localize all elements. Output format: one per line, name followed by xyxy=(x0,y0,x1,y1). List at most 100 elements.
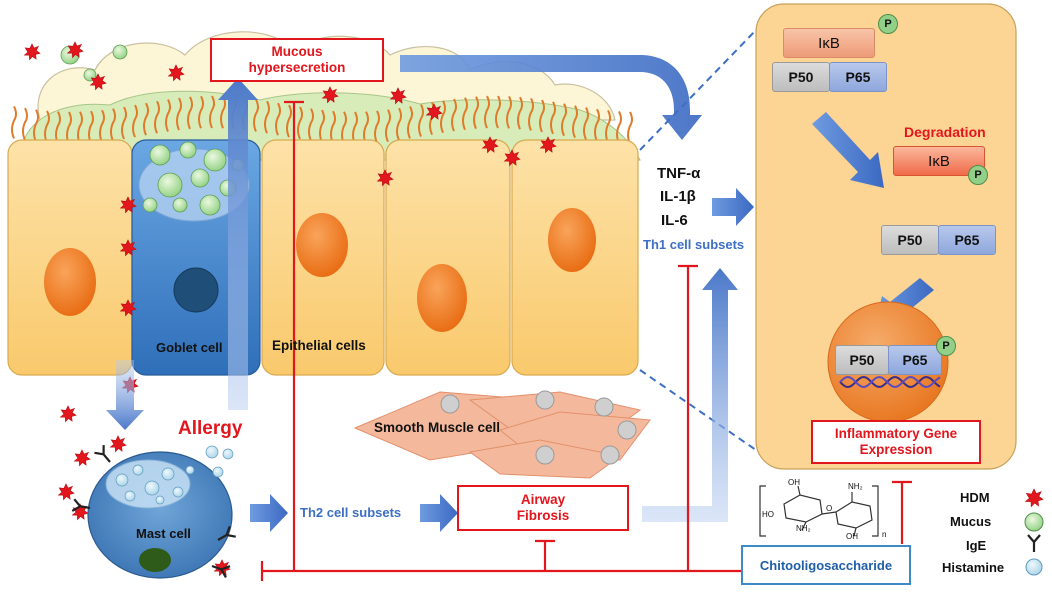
th2-label: Th2 cell subsets xyxy=(300,505,402,520)
mucus-circle-icon xyxy=(1024,512,1044,532)
cilium xyxy=(495,95,501,129)
ige-antibody xyxy=(94,445,111,463)
hdm-star-icon xyxy=(1025,488,1044,507)
cilium xyxy=(165,99,171,132)
epithelial-cell-row xyxy=(7,44,639,376)
histamine-granule xyxy=(172,486,184,498)
chitooligosaccharide-label: Chitooligosaccharide xyxy=(759,557,893,573)
cilium xyxy=(418,104,424,137)
mast-cell-label: Mast cell xyxy=(136,526,191,541)
cilium xyxy=(605,110,611,143)
mucus-granule xyxy=(149,144,171,166)
histamine-granule xyxy=(115,473,129,487)
gene-expression-label: Inflammatory Gene Expression xyxy=(834,426,958,457)
ige-antibody xyxy=(217,525,236,541)
mucus-granule xyxy=(142,197,158,213)
cilium xyxy=(627,111,633,145)
structure-nh2-2: NH₂ xyxy=(848,482,863,491)
cilium xyxy=(352,111,358,145)
cilium xyxy=(572,105,578,139)
dna-helix xyxy=(839,375,941,389)
histamine-granule xyxy=(124,490,136,502)
hdm-particle xyxy=(24,43,41,61)
legend-label-ige: IgE xyxy=(966,538,987,553)
legend-label-hdm: HDM xyxy=(960,490,990,505)
cilium xyxy=(341,111,347,145)
histamine-released xyxy=(212,466,224,478)
smooth-muscle-label: Smooth Muscle cell xyxy=(374,420,501,435)
p50-nucleus: P50 xyxy=(835,345,889,375)
cilium xyxy=(594,108,600,142)
mucus-granule xyxy=(112,44,128,60)
arrow-ikb-to-degradation xyxy=(812,112,884,188)
cilium xyxy=(539,99,545,133)
cilium xyxy=(154,100,160,134)
cilium xyxy=(407,106,413,139)
cilium xyxy=(319,109,325,143)
p65-free: P65 xyxy=(938,225,996,255)
p65-nucleus: P65 xyxy=(888,345,942,375)
allergy-label: Allergy xyxy=(178,418,243,439)
arrow-th2-to-fibrosis xyxy=(420,494,458,532)
chitooligosaccharide-box: Chitooligosaccharide xyxy=(741,545,911,585)
cytokine-tnf: TNF-α xyxy=(657,165,701,182)
cilium xyxy=(440,100,446,134)
cytokine-il1b: IL-1β xyxy=(660,188,696,205)
structure-n: n xyxy=(882,530,887,539)
cilium xyxy=(506,95,512,129)
p50-top: P50 xyxy=(772,62,830,92)
cilium xyxy=(253,99,259,132)
mast-cell xyxy=(71,445,236,579)
phospho-ikb-degraded: P xyxy=(968,165,988,185)
structure-oh-2: OH xyxy=(846,532,858,541)
cilium xyxy=(583,107,589,140)
cilium xyxy=(176,97,182,131)
mucus-granule xyxy=(179,141,197,159)
arrow-down-mast xyxy=(106,360,144,430)
gene-expression-box: Inflammatory Gene Expression xyxy=(811,420,981,464)
epithelial-cell-3 xyxy=(385,139,511,376)
mucus-granule xyxy=(157,172,183,198)
legend-label-mucus: Mucus xyxy=(950,514,992,529)
cilium xyxy=(374,110,380,144)
arrow-cytokines-to-panel xyxy=(712,188,754,226)
legend-icons xyxy=(1024,488,1044,576)
degradation-label: Degradation xyxy=(904,124,986,140)
cilium xyxy=(484,95,490,129)
cilium xyxy=(11,106,17,139)
cilium xyxy=(616,110,622,144)
cilia xyxy=(11,95,633,145)
cilium xyxy=(561,103,567,137)
hdm-particle xyxy=(74,449,91,467)
phospho-ikb-top: P xyxy=(878,14,898,34)
phospho-p65-nucleus: P xyxy=(936,336,956,356)
smooth-muscle-cells xyxy=(353,390,651,479)
cilium xyxy=(396,107,402,141)
ige-antibody xyxy=(211,564,231,578)
cilium xyxy=(198,95,204,129)
mucus-granule xyxy=(199,194,221,216)
arrow-fibrosis-to-th1 xyxy=(642,268,738,522)
zoom-line-bottom xyxy=(639,369,783,469)
zoom-line-top xyxy=(639,27,759,151)
cilium xyxy=(66,111,72,145)
cilium xyxy=(99,109,105,143)
histamine-granule xyxy=(132,464,144,476)
mucous-hypersecretion-box: Mucous hypersecretion xyxy=(210,38,384,82)
goblet-cell-label: Goblet cell xyxy=(156,340,223,355)
hdm-particle xyxy=(110,435,127,453)
cilium xyxy=(473,96,479,130)
cilium xyxy=(462,97,468,131)
mucus-granule xyxy=(172,197,188,213)
cilium xyxy=(22,107,28,141)
cilium xyxy=(88,110,94,144)
cilium xyxy=(209,95,215,129)
mucus-granule xyxy=(190,168,210,188)
arrow-curve-mucous xyxy=(400,55,702,140)
structure-o: O xyxy=(826,504,833,513)
mucus-granule xyxy=(203,148,227,172)
cilium xyxy=(517,96,523,130)
hdm-particle xyxy=(58,483,75,501)
cilium xyxy=(330,110,336,144)
chitooligosaccharide-structure xyxy=(759,485,879,537)
